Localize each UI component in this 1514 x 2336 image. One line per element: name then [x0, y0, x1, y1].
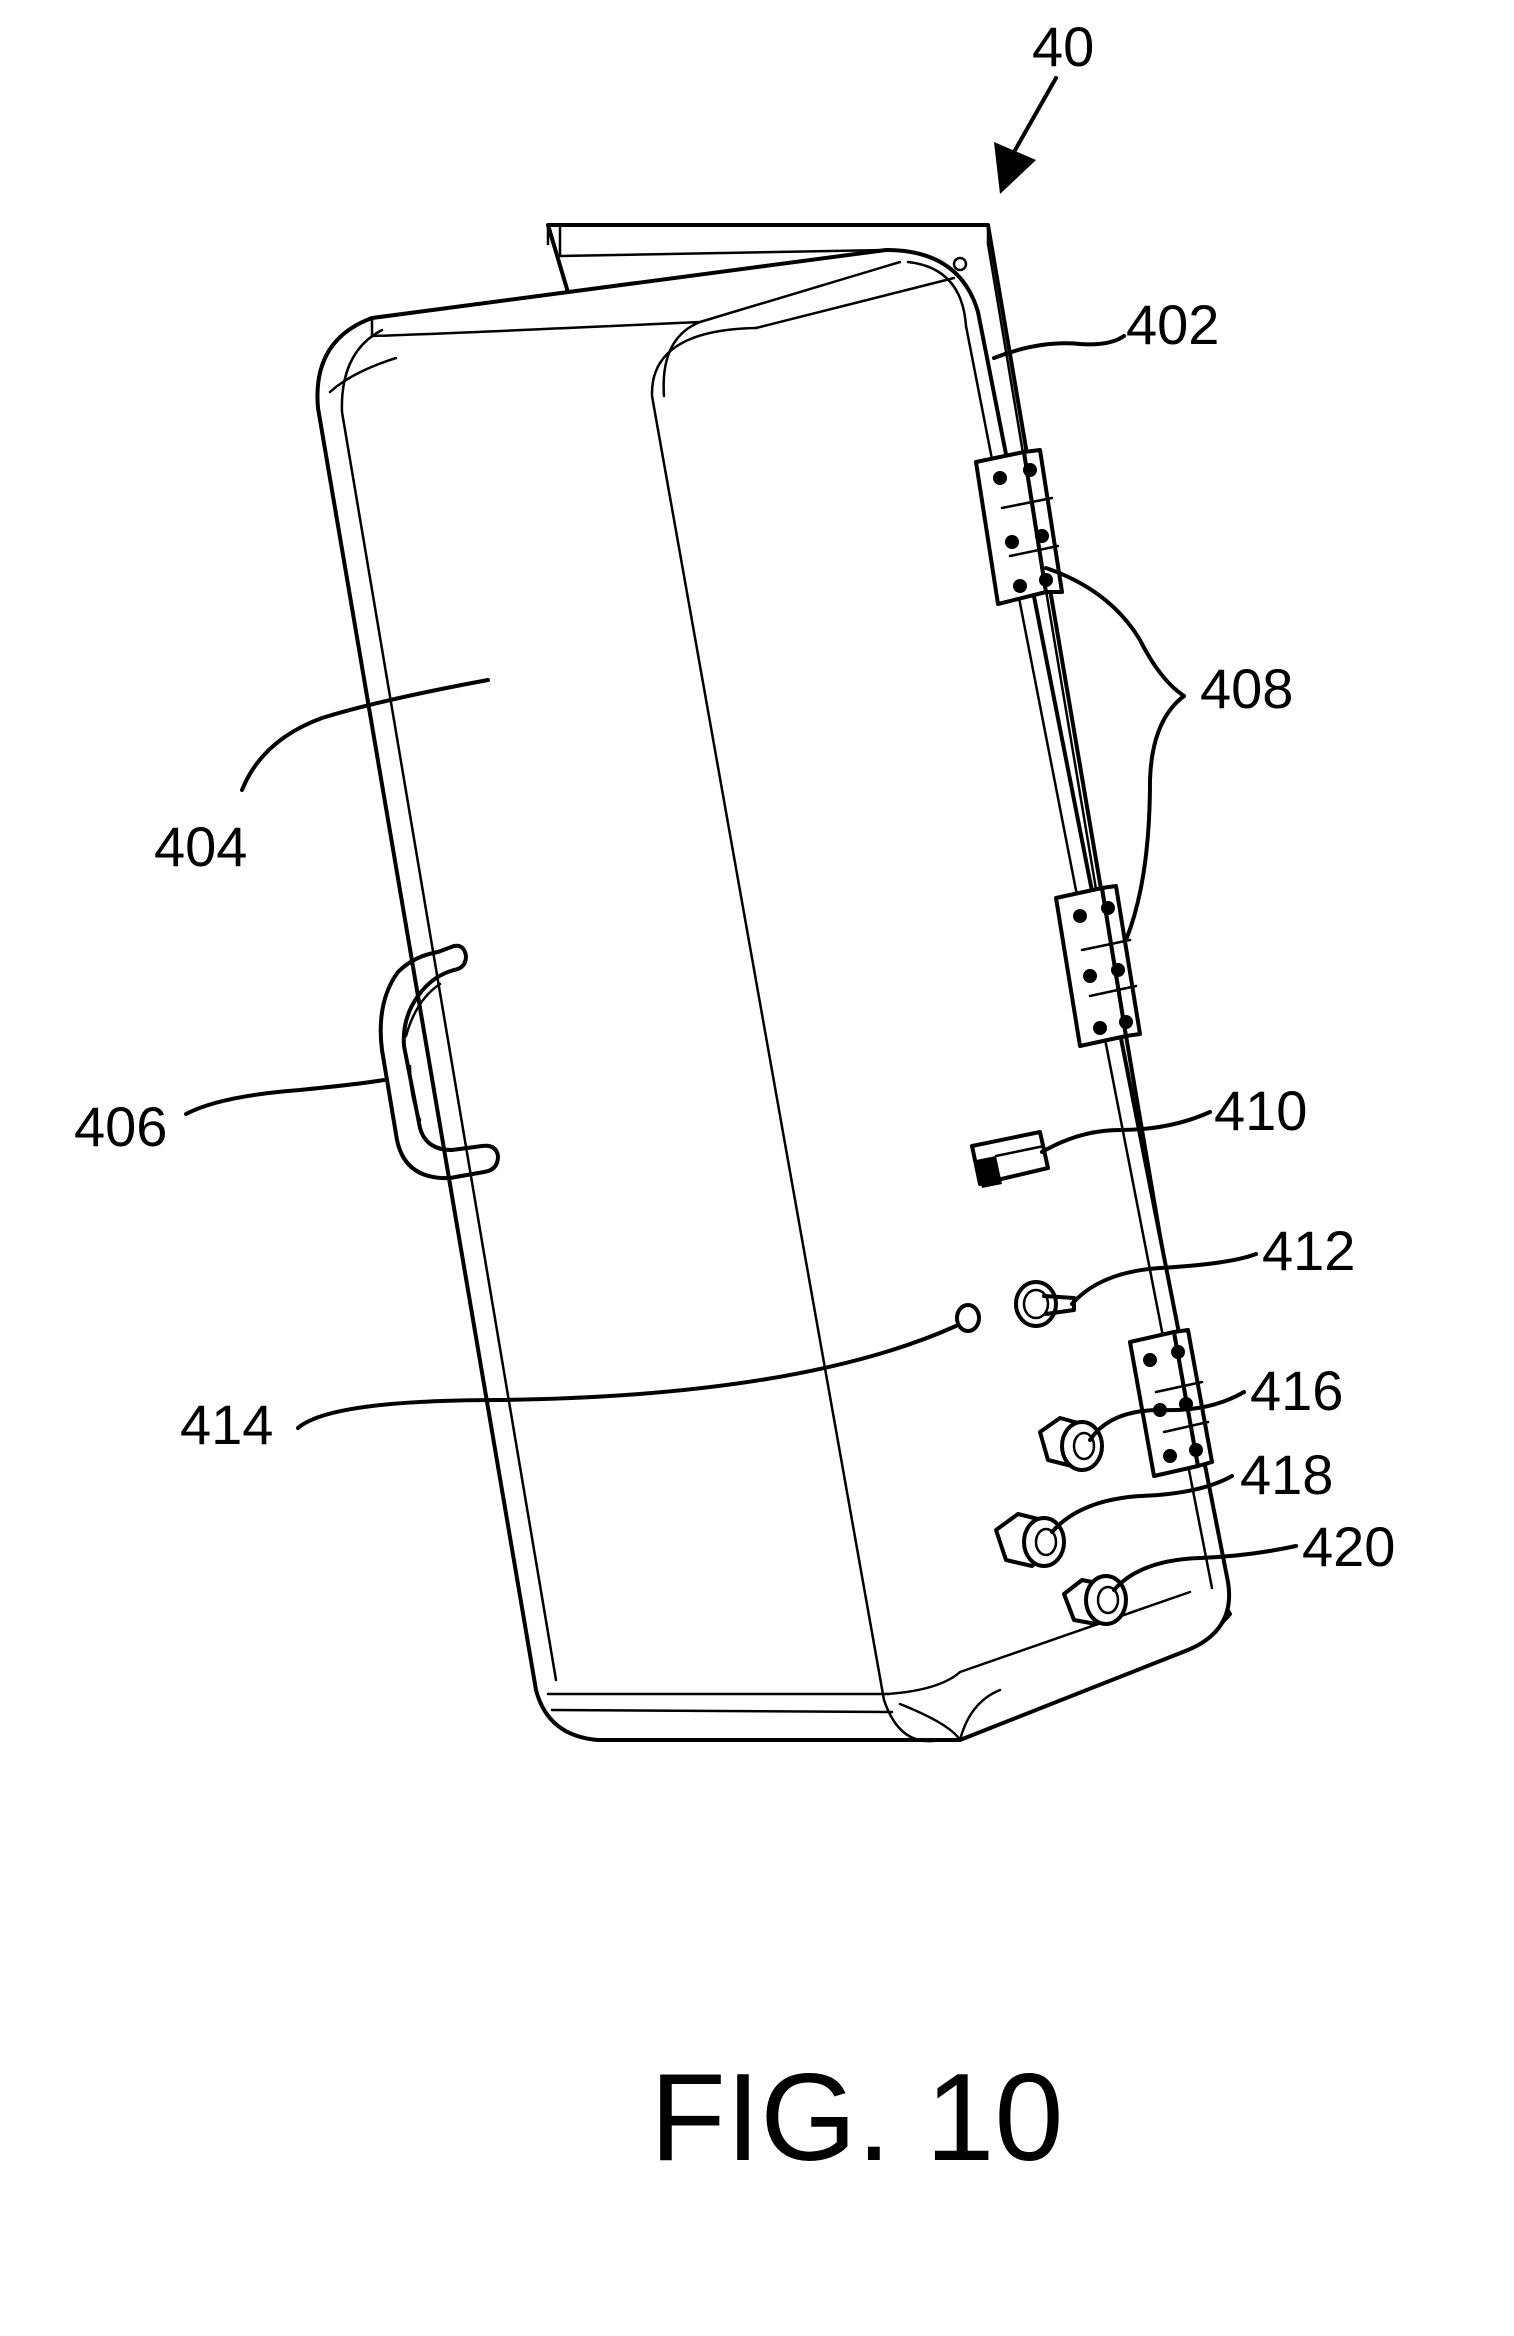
ref-416: 416 — [1250, 1359, 1343, 1422]
handle — [378, 943, 500, 1181]
ref-406: 406 — [74, 1095, 167, 1158]
ref-418: 418 — [1240, 1443, 1333, 1506]
connector-418 — [994, 1512, 1066, 1568]
ref-404: 404 — [154, 815, 247, 878]
ref-410: 410 — [1214, 1079, 1307, 1142]
indicator-light — [955, 1303, 981, 1333]
connector-416 — [1038, 1416, 1104, 1472]
rocker-switch — [970, 1130, 1050, 1188]
ref-414: 414 — [180, 1393, 273, 1456]
ref-402: 402 — [1126, 293, 1219, 356]
leader-lines — [184, 76, 1298, 1592]
ref-40: 40 — [1032, 15, 1094, 78]
figure-caption: FIG. 10 — [650, 2049, 1063, 2187]
ref-408: 408 — [1200, 657, 1293, 720]
ref-412: 412 — [1262, 1219, 1355, 1282]
ref-420: 420 — [1302, 1515, 1395, 1578]
hinge-middle — [1054, 884, 1142, 1048]
hinge-top — [974, 448, 1064, 606]
housing-body — [315, 224, 1232, 1743]
hinge-lower — [1128, 1328, 1214, 1478]
